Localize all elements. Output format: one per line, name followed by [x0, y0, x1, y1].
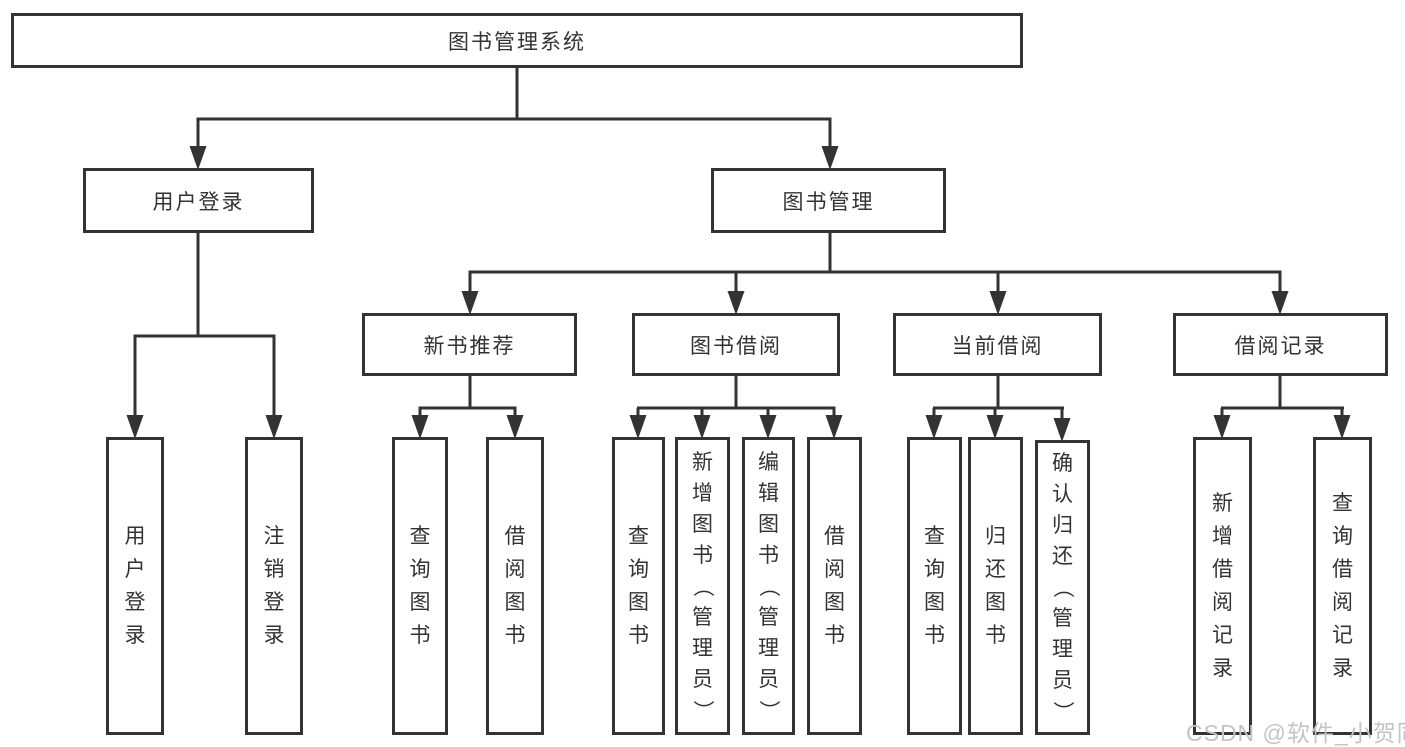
connector-user-login-children — [126, 233, 283, 439]
leaf-query-borrow-record: 查询借阅记录 — [1313, 437, 1372, 735]
node-library-management-system: 图书管理系统 — [11, 13, 1023, 68]
node-current-borrow: 当前借阅 — [893, 313, 1102, 376]
csdn-watermark: CSDN @软件_小贺同学 — [1186, 720, 1405, 746]
connector-book-borrow-children — [629, 376, 843, 439]
node-book-management: 图书管理 — [711, 168, 946, 233]
leaf-query-books-borrow: 查询图书 — [612, 437, 665, 735]
leaf-edit-books-admin: 编辑图书（管理员） — [742, 437, 795, 735]
connector-current-borrow-children — [925, 376, 1071, 442]
leaf-borrow-books: 借阅图书 — [807, 437, 862, 735]
leaf-logout: 注销登录 — [245, 437, 303, 735]
node-borrow-records: 借阅记录 — [1173, 313, 1388, 376]
connector-book-management-children — [461, 233, 1289, 315]
leaf-confirm-return-admin: 确认归还（管理员） — [1035, 440, 1090, 735]
leaf-add-books-admin: 新增图书（管理员） — [675, 437, 730, 735]
connector-borrow-records-children — [1213, 376, 1351, 439]
leaf-return-books: 归还图书 — [968, 437, 1023, 735]
node-book-borrow: 图书借阅 — [632, 313, 840, 376]
connector-root-to-level2 — [189, 68, 839, 170]
connector-new-book-children — [411, 376, 524, 439]
node-new-book-recommend: 新书推荐 — [362, 313, 577, 376]
leaf-borrow-books-recommend: 借阅图书 — [486, 437, 544, 735]
leaf-add-borrow-record: 新增借阅记录 — [1193, 437, 1252, 735]
leaf-user-login: 用户登录 — [106, 437, 164, 735]
leaf-query-books-recommend: 查询图书 — [392, 437, 448, 735]
leaf-query-books-current: 查询图书 — [907, 437, 962, 735]
node-user-login: 用户登录 — [83, 168, 314, 233]
